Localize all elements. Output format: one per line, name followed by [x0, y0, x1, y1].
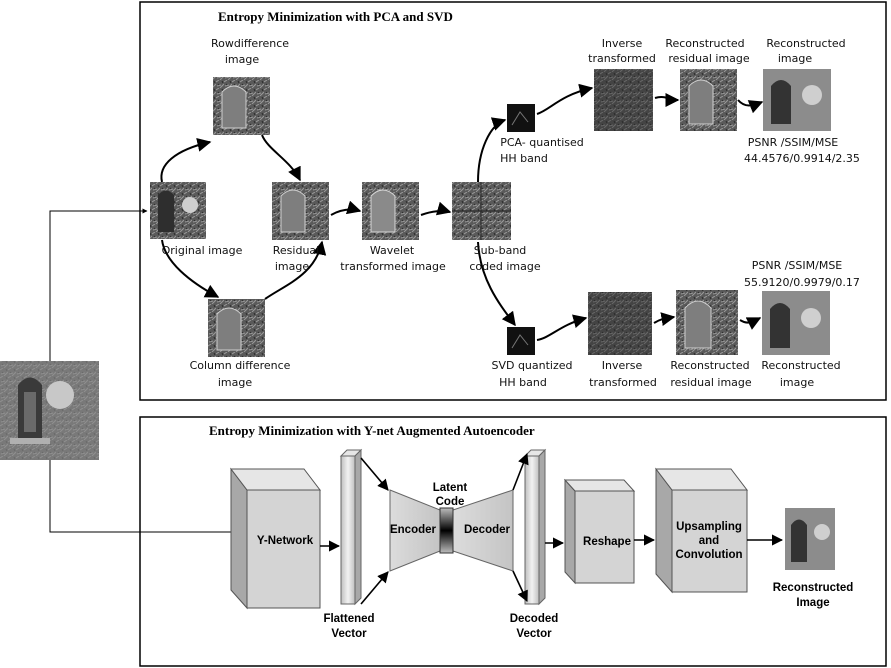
input-to-bottom-connector	[49, 460, 248, 535]
svd-hh-label: SVD quantized	[491, 359, 572, 372]
sub-band-coded-image	[452, 182, 511, 240]
decoded-label-2: Vector	[516, 628, 552, 640]
svd-hh-label-2: HH band	[499, 376, 547, 389]
column-difference-label-2: image	[218, 376, 252, 389]
column-difference-image	[208, 299, 265, 357]
residual-image	[272, 182, 329, 240]
flattened-vector-bar	[339, 448, 363, 606]
reconstructed-residual-top-image	[680, 69, 737, 131]
latent-label: Latent	[433, 482, 468, 494]
residual-label-2: image	[275, 260, 309, 273]
row-difference-label-2: image	[225, 53, 259, 66]
metrics-top-values: 44.4576/0.9914/2.35	[744, 152, 860, 165]
upsampling-label-2: and	[699, 535, 719, 547]
inverse-bottom-label: Inverse	[602, 359, 643, 372]
bottom-panel	[139, 416, 887, 667]
top-flow-arrows	[160, 83, 764, 341]
pca-hh-label-2: HH band	[500, 152, 548, 165]
decoder-label: Decoder	[464, 524, 511, 536]
svd-hh-band-image	[507, 327, 535, 355]
row-difference-image	[213, 77, 270, 135]
wavelet-transformed-image	[362, 182, 419, 240]
flattened-label-2: Vector	[331, 628, 367, 640]
rec-top-label: Reconstructed	[766, 37, 845, 50]
pca-hh-band-image	[507, 104, 535, 132]
recres-top-label-2: residual image	[668, 52, 750, 65]
reconstructed-output-label-2: Image	[796, 597, 829, 609]
inverse-transformed-top-image	[594, 69, 653, 131]
metrics-top-label: PSNR /SSIM/MSE	[748, 136, 839, 149]
flattened-label: Flattened	[323, 613, 374, 625]
wavelet-label-2: transformed image	[340, 260, 446, 273]
rec-bottom-label: Reconstructed	[761, 359, 840, 372]
subband-label-2: coded image	[469, 260, 541, 273]
inverse-bottom-label-2: transformed	[589, 376, 657, 389]
upsampling-label-3: Convolution	[675, 549, 742, 561]
decoded-vector-bar	[523, 448, 547, 606]
encoder-label: Encoder	[390, 524, 437, 536]
metrics-bottom-label: PSNR /SSIM/MSE	[752, 259, 843, 272]
top-panel-title: Entropy Minimization with PCA and SVD	[218, 9, 453, 24]
column-difference-label: Column difference	[190, 359, 291, 372]
latent-label-2: Code	[436, 496, 465, 508]
wavelet-label: Wavelet	[370, 244, 415, 257]
reconstructed-output-image	[785, 508, 835, 570]
bottom-panel-title: Entropy Minimization with Y-net Augmente…	[209, 423, 535, 438]
original-image-label: Original image	[162, 244, 243, 257]
input-image	[0, 361, 99, 460]
residual-label: Residual	[273, 244, 319, 257]
subband-label: Sub-band	[474, 244, 527, 257]
rec-top-label-2: image	[778, 52, 812, 65]
reshape-block	[563, 478, 636, 585]
decoded-label: Decoded	[510, 613, 559, 625]
recres-bottom-label: Reconstructed	[670, 359, 749, 372]
bottom-flow-arrows	[320, 452, 784, 605]
inverse-transformed-bottom-image	[588, 292, 652, 355]
reconstructed-residual-bottom-image	[676, 290, 738, 355]
top-panel	[139, 1, 887, 401]
pca-hh-label: PCA- quantised	[500, 136, 584, 149]
recres-top-label: Reconstructed	[665, 37, 744, 50]
y-network-block	[229, 467, 322, 610]
upsampling-label: Upsampling	[676, 521, 742, 533]
reconstructed-bottom-image	[762, 291, 830, 355]
inverse-top-label-2: transformed	[588, 52, 656, 65]
reconstructed-top-image	[763, 69, 831, 131]
recres-bottom-label-2: residual image	[670, 376, 752, 389]
reshape-label: Reshape	[583, 536, 631, 548]
upsampling-block	[654, 467, 749, 594]
y-network-label: Y-Network	[257, 535, 314, 547]
input-to-top-connector	[49, 208, 148, 361]
inverse-top-label: Inverse	[602, 37, 643, 50]
latent-code-block	[439, 507, 454, 554]
original-image	[150, 182, 206, 239]
reconstructed-output-label: Reconstructed	[773, 582, 854, 594]
rec-bottom-label-2: image	[780, 376, 814, 389]
metrics-bottom-values: 55.9120/0.9979/0.17	[744, 276, 860, 289]
row-difference-label: Rowdifference	[211, 37, 289, 50]
